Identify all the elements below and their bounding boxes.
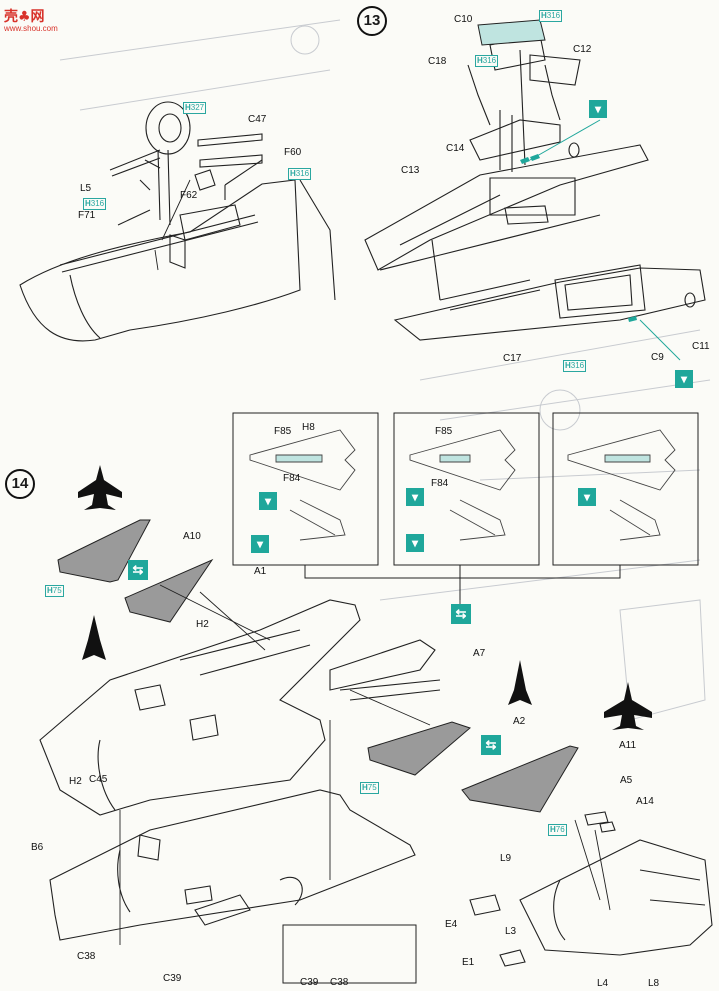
swap-direction-icon: ⇆ [128,560,148,580]
glue-icon: ▾ [578,488,596,506]
paint-code: H316 [539,10,563,22]
paint-code: H76 [548,824,567,836]
aircraft-silhouettes [78,465,652,730]
inset-frames [232,412,699,984]
part-label: C10 [454,14,473,25]
paint-code: H316 [288,168,312,180]
part-label: A2 [513,716,526,727]
paint-code: H75 [360,782,379,794]
part-label: F84 [283,473,301,484]
step-14-badge: 14 [5,469,35,499]
part-label: C12 [573,44,592,55]
part-label: C47 [248,114,267,125]
part-label: C39 [163,973,182,984]
part-label: F85 [274,426,292,437]
part-label: A5 [620,775,633,786]
glue-icon: ▾ [675,370,693,388]
assembly-lines [119,179,611,945]
part-label: F62 [180,190,198,201]
part-label: C17 [503,353,522,364]
paint-code: H327 [183,102,207,114]
part-label: A11 [619,740,637,751]
step13-fuselage [364,34,706,341]
part-label: C14 [446,143,465,154]
swap-direction-icon: ⇆ [451,604,471,624]
part-label: H2 [196,619,209,630]
part-label: L4 [597,978,609,989]
part-label: F84 [431,478,449,489]
part-label: F60 [284,147,302,158]
part-label: C13 [401,165,420,176]
glue-icon: ▾ [251,535,269,553]
part-label: A1 [254,566,267,577]
part-label: L8 [648,978,660,989]
part-label: H2 [69,776,82,787]
part-label: E1 [462,957,475,968]
part-label: F85 [435,426,453,437]
watermark-logo: 壳♣网 [4,9,45,25]
forward-fuselage [469,811,713,967]
part-label: C45 [89,774,108,785]
part-label: F71 [78,210,96,221]
step-13-badge: 13 [357,6,387,36]
paint-code: H316 [563,360,587,372]
part-label: A7 [473,648,486,659]
part-label: C39 [300,977,319,988]
part-label: C38 [330,977,349,988]
part-label: L3 [505,926,517,937]
part-label: C9 [651,352,664,363]
watermark-url: www.shou.com [4,24,58,33]
part-label: L5 [80,183,92,194]
part-label: A14 [636,796,654,807]
glue-icon: ▾ [259,492,277,510]
paint-code: H316 [83,198,107,210]
glue-icon: ▾ [406,534,424,552]
paint-code: H75 [45,585,64,597]
main-fuselage [39,599,441,941]
part-label: B6 [31,842,44,853]
wing-parts [57,519,579,813]
part-label: E4 [445,919,458,930]
part-label: H8 [302,422,315,433]
glue-icon: ▾ [589,100,607,118]
swap-direction-icon: ⇆ [481,735,501,755]
part-label: C38 [77,951,96,962]
part-label: C18 [428,56,447,67]
part-label: L9 [500,853,512,864]
glue-icon: ▾ [406,488,424,506]
paint-code: H316 [475,55,499,67]
part-label: C11 [692,341,710,352]
nose-gear-assembly [19,101,336,342]
part-label: A10 [183,531,201,542]
